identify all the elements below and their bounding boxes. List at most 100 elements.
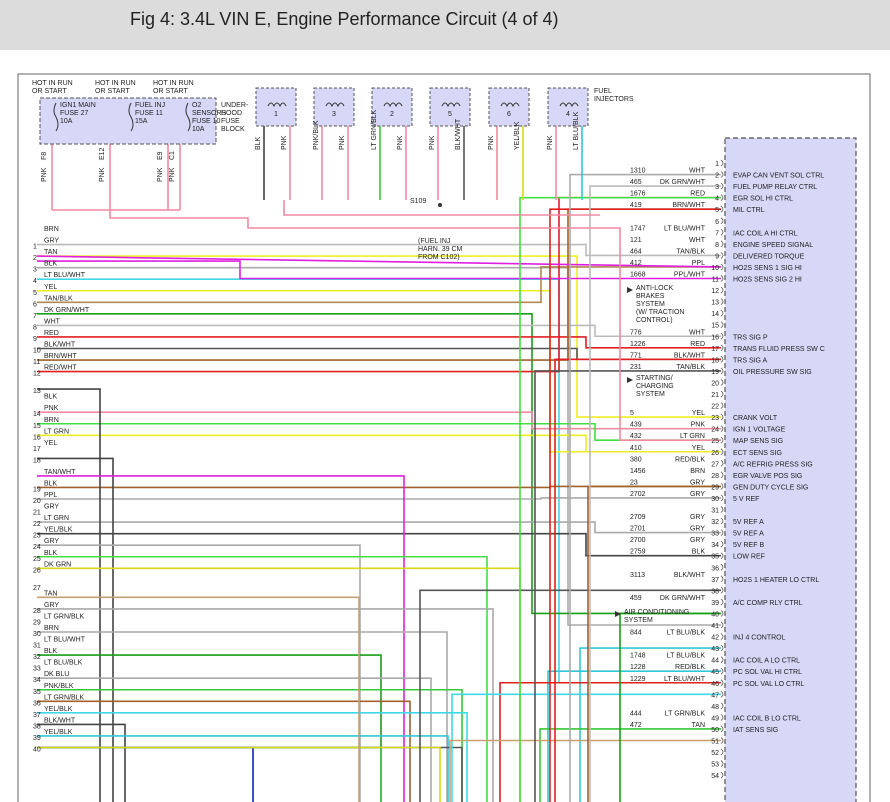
wire [579, 647, 721, 802]
pcm-circuit-number-line: 2702 [630, 491, 646, 498]
pcm-function-label-line: IAC COIL A HI CTRL [733, 230, 798, 237]
left-wire-label-line: PPL [44, 492, 57, 499]
fuse-pin-line: F8 [41, 152, 48, 160]
left-wire-label: YEL [44, 284, 57, 291]
pcm-pin-number-line: 41 [711, 623, 719, 630]
pcm-pin-number: 36 [711, 565, 719, 572]
pcm-pin-number-line: 36 [711, 565, 719, 572]
pcm-wire-color-line: DK GRN/WHT [660, 595, 706, 602]
left-pin-number: 35 [33, 689, 41, 696]
left-pin-number: 23 [33, 533, 41, 540]
left-pin-number: 9 [33, 336, 37, 343]
left-wire-label: DK GRN/WHT [44, 307, 90, 314]
pcm-circuit-number-line: 459 [630, 595, 642, 602]
pin-terminal [720, 656, 724, 663]
wire [534, 370, 721, 802]
wire [37, 631, 448, 802]
pin-terminal [720, 402, 724, 409]
pcm-circuit-number-line: 1229 [630, 676, 646, 683]
pin-terminal [720, 725, 724, 733]
pcm-pin-number: 18 [711, 357, 719, 364]
left-wire-label: LT BLU/WHT [44, 637, 86, 644]
left-wire-label-line: BRN [44, 417, 59, 424]
left-wire-label: LT BLU/BLK [44, 660, 83, 667]
pcm-pin-row: 48 [711, 702, 724, 711]
pcm-pin-row: 12 [711, 286, 724, 295]
left-connector-row: 27 [33, 585, 41, 592]
pcm-wire-color: LT GRN/BLK [665, 710, 706, 717]
left-wire-label: YEL/BLK [44, 706, 73, 713]
wire [37, 712, 468, 802]
left-wire-label: BRN [44, 226, 59, 233]
fuse-label-line: O2 [192, 102, 201, 109]
pcm-function-label: A/C COMP RLY CTRL [733, 600, 803, 607]
injector-number-line: 1 [274, 111, 278, 118]
fuse-label-line: FUSE 10 [192, 118, 221, 125]
system-reference-label-line: AIR CONDITIONING [624, 609, 689, 616]
pcm-pin-number: 32 [711, 519, 719, 526]
pcm-wire-color-line: LT BLU/WHT [664, 676, 706, 683]
pcm-pin-number: 21 [711, 392, 719, 399]
left-connector-row: 18 [33, 457, 41, 464]
pcm-wire-color: LT BLU/WHT [664, 676, 706, 683]
pcm-function-label-line: MAP SENS SIG [733, 438, 783, 445]
pcm-function-label: IAC COIL A LO CTRL [733, 658, 800, 665]
pcm-pin-number-line: 30 [711, 496, 719, 503]
pcm-pin-number-line: 31 [711, 508, 719, 515]
left-wire-label: YEL/BLK [44, 527, 73, 534]
diagram-border [17, 73, 871, 802]
left-wire-label: BRN [44, 625, 59, 632]
left-connector-row: BRN [44, 226, 59, 233]
left-wire-label-line: DK BLU [44, 671, 69, 678]
pcm-function-label-line: HO2S SENS SIG 2 HI [733, 277, 802, 284]
fuse-label-line: IGN1 MAIN [60, 102, 96, 109]
injector-number: 3 [332, 111, 336, 118]
pcm-function-label: FUEL PUMP RELAY CTRL [733, 184, 817, 191]
pin-terminal [720, 321, 724, 329]
left-pin-number: 37 [33, 712, 41, 719]
left-pin-number: 1 [33, 244, 37, 251]
pcm-pin-number: 40 [711, 611, 719, 618]
injector-body [313, 87, 355, 127]
pcm-function-label-line: MIL CTRL [733, 207, 765, 214]
pcm-wire-color: DK GRN/WHT [660, 179, 706, 186]
pcm-wire-color-line: GRY [690, 526, 705, 533]
left-wire-label: PNK [44, 405, 59, 412]
splice-id: S109 [410, 198, 426, 205]
fuse-block-label-line: FUSE [221, 118, 240, 125]
wire [37, 324, 721, 338]
wire [589, 185, 721, 802]
left-wire-label-line: RED [44, 330, 59, 337]
pcm-pin-number: 31 [711, 508, 719, 515]
pcm-pin-number: 15 [711, 323, 719, 330]
left-wire-label-line: BLK [44, 480, 58, 487]
left-pin-number: 25 [33, 556, 41, 563]
arrow-icon [615, 611, 621, 617]
left-wire-label: YEL [44, 440, 57, 447]
left-wire-label: WHT [44, 318, 61, 325]
pcm-pin-number: 14 [711, 311, 719, 318]
left-wire-label: BLK/WHT [44, 342, 76, 349]
pcm-function-label: EGR VALVE POS SIG [733, 473, 802, 480]
pcm-pin-row: 22 [711, 402, 724, 411]
fuse-icon [185, 102, 191, 132]
fuse-wire-color-line: PNK [41, 167, 48, 182]
pcm-wire-color-line: WHT [689, 237, 706, 244]
pcm-function-label-line: CRANK VOLT [733, 415, 778, 422]
pcm-wire-color: TAN/BLK [676, 248, 705, 255]
pcm-function-label-line: ECT SENS SIG [733, 450, 782, 457]
pcm-pin-number: 17 [711, 346, 719, 353]
pcm-function-label: TRS SIG A [733, 357, 768, 364]
pin-terminal [720, 217, 724, 225]
